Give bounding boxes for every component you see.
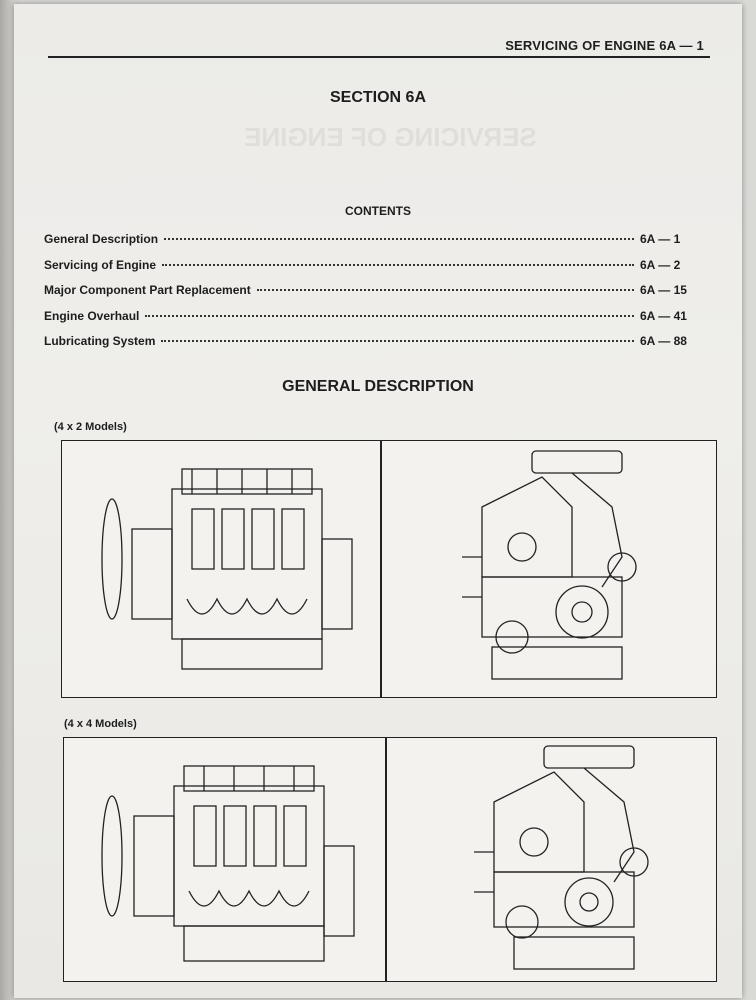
- toc-entry-page: 6A — 88: [640, 334, 687, 348]
- section-title: SECTION 6A: [329, 89, 426, 106]
- contents-title: CONTENTS: [345, 204, 411, 218]
- model-label-4x2: (4 x 2 Models): [54, 421, 127, 433]
- bleed-through-text: SERVICING OF ENGINE: [244, 122, 537, 152]
- toc-entry-page: 6A — 41: [640, 308, 687, 323]
- toc-entry-label: Servicing of Engine: [44, 257, 157, 272]
- engine-front-view-icon: [462, 450, 637, 680]
- running-header: SERVICING OF ENGINE 6A — 1: [505, 38, 704, 53]
- figure-divider: [385, 738, 387, 981]
- toc-entry[interactable]: Major Component Part Replacement 6A — 15: [44, 283, 698, 309]
- dot-leader: [145, 314, 634, 317]
- toc-entry-page: 6A — 1: [640, 232, 681, 246]
- dot-leader: [161, 340, 634, 342]
- table-of-contents: General Description 6A — 1 Servicing of …: [44, 232, 698, 360]
- toc-entry-label: Engine Overhaul: [44, 308, 140, 323]
- general-description-title: GENERAL DESCRIPTION: [282, 378, 474, 395]
- dot-leader: [162, 263, 634, 266]
- toc-entry-page: 6A — 2: [640, 257, 681, 272]
- header-rule: [48, 56, 710, 58]
- engine-front-view-icon: [474, 745, 649, 970]
- toc-entry-label: Major Component Part Replacement: [44, 283, 251, 297]
- figure-divider: [380, 441, 382, 697]
- toc-entry-label: Lubricating System: [44, 334, 156, 348]
- toc-entry-label: General Description: [44, 232, 159, 246]
- dot-leader: [164, 238, 634, 240]
- model-label-4x4: (4 x 4 Models): [64, 718, 137, 730]
- engine-side-view-icon: [101, 468, 353, 670]
- manual-page: SERVICING OF ENGINE SERVICING OF ENGINE …: [14, 4, 742, 998]
- toc-entry-page: 6A — 15: [640, 283, 687, 297]
- toc-entry[interactable]: Servicing of Engine 6A — 2: [44, 258, 698, 284]
- figure-4x4-engine: [63, 737, 717, 982]
- toc-entry[interactable]: Lubricating System 6A — 88: [44, 334, 698, 360]
- toc-entry[interactable]: General Description 6A — 1: [44, 232, 698, 258]
- figure-4x2-engine: [61, 440, 717, 698]
- toc-entry[interactable]: Engine Overhaul 6A — 41: [44, 309, 698, 335]
- dot-leader: [256, 289, 634, 291]
- engine-side-view-icon: [101, 765, 355, 962]
